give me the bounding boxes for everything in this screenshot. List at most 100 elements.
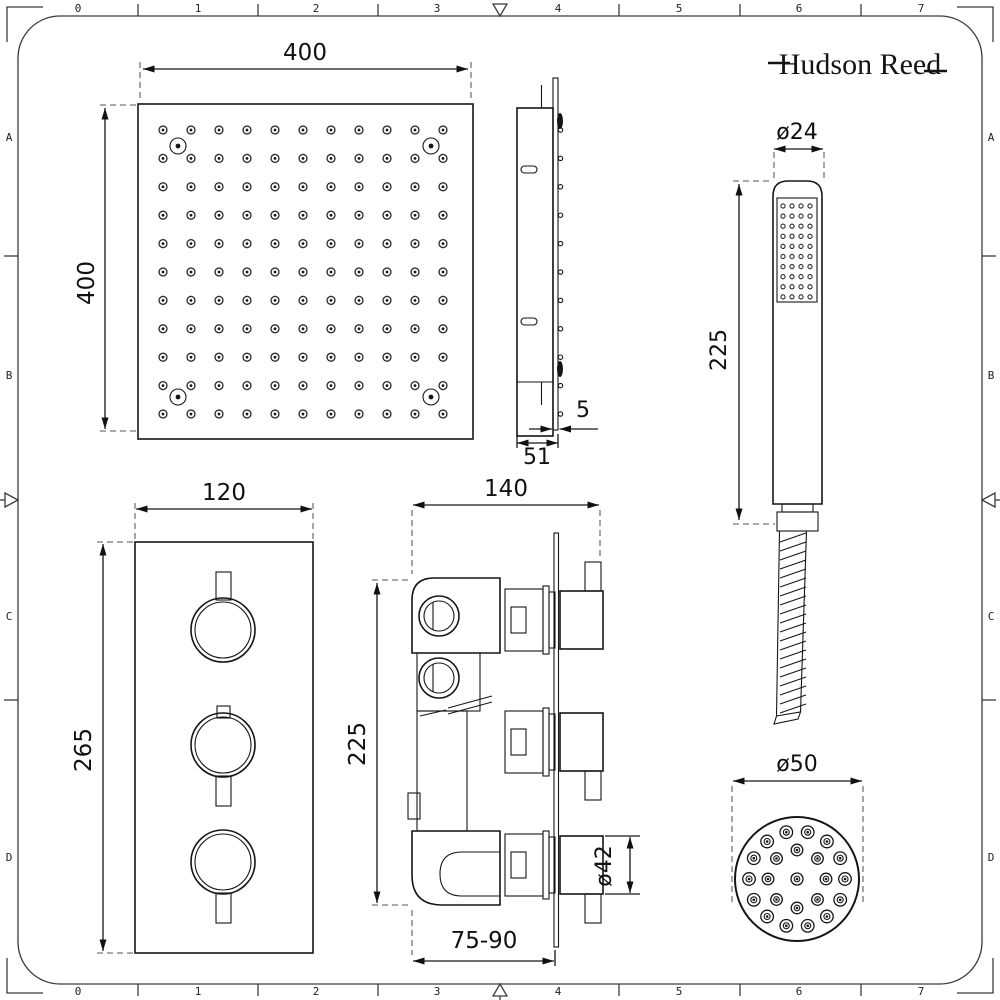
ruler-label: A: [6, 131, 13, 144]
bottom-ruler-ticks: [137, 984, 862, 996]
valve-knob-side: [504, 707, 604, 801]
pipe-elbow: [439, 851, 500, 897]
brand-logo-text: Hudson Reed: [779, 48, 941, 81]
dimension-label: ø42: [592, 845, 617, 886]
dimension-label: 51: [523, 445, 551, 470]
valve-knob-side: [504, 830, 604, 924]
ruler-label: 6: [796, 2, 803, 15]
dimension-label: 265: [71, 728, 97, 772]
ruler-label: 5: [676, 985, 683, 998]
ruler-label: 0: [75, 2, 82, 15]
ruler-label: 0: [75, 985, 82, 998]
brand-logo: Hudson Reed: [768, 48, 947, 81]
mounting-slot: [520, 165, 538, 174]
ruler-label: 7: [918, 985, 925, 998]
valve-body-arm: [416, 710, 468, 832]
ruler-label: 1: [195, 2, 202, 15]
corner-mark-bottom-right: [957, 958, 994, 994]
spray-face: [776, 197, 818, 303]
hose-coils: [779, 532, 807, 714]
ruler-label: 4: [555, 2, 562, 15]
right-ruler-labels: A B C D: [988, 131, 995, 864]
corner-mark-top-right: [957, 6, 994, 42]
valve-body-lower: [411, 830, 501, 906]
ruler-label: A: [988, 131, 995, 144]
head-height-dimension: 400: [74, 104, 136, 432]
valve-side-height-dimension: 225: [345, 579, 410, 906]
shower-head-side-view: 5 51: [516, 77, 598, 470]
body-lug: [407, 792, 421, 820]
left-ruler-ticks: [4, 255, 18, 701]
dimension-label: 400: [283, 40, 327, 66]
valve-knob: [190, 571, 256, 663]
right-center-mark: [980, 491, 996, 509]
valve-body-upper: [411, 577, 501, 654]
valve-height-dimension: 265: [71, 541, 133, 954]
dimension-label: 140: [484, 476, 528, 502]
plate-thickness-dimension: 5: [529, 398, 598, 433]
dimension-label: ø50: [776, 752, 817, 777]
ruler-label: 2: [313, 985, 320, 998]
bottom-center-mark: [491, 982, 509, 997]
valve-side-view: 140 225 ø42 75-90: [345, 476, 640, 966]
spray-face-nozzles: [779, 202, 814, 301]
valve-side-width-dimension: 140: [411, 476, 601, 574]
dimension-label: 225: [707, 329, 732, 371]
inlet-port: [418, 657, 460, 699]
mounting-slot: [520, 317, 538, 326]
handset-diameter-dimension: ø24: [773, 120, 825, 180]
top-ruler-ticks: [137, 4, 862, 16]
dimension-label: ø24: [776, 120, 817, 145]
dimension-label: 225: [345, 722, 371, 766]
wall-plate-edge: [553, 532, 560, 948]
jet-diameter-dimension: ø50: [731, 752, 864, 902]
ruler-label: B: [988, 369, 995, 382]
head-width-dimension: 400: [139, 40, 472, 102]
left-center-mark: [4, 491, 20, 509]
led-nozzles: [169, 137, 440, 406]
handset-view: ø24 225: [707, 120, 825, 725]
ruler-label: D: [6, 851, 13, 864]
ruler-label: 2: [313, 2, 320, 15]
ruler-label: 1: [195, 985, 202, 998]
ruler-label: 3: [434, 2, 441, 15]
ruler-label: C: [988, 610, 995, 623]
jet-nozzles: [742, 825, 852, 933]
ruler-label: 3: [434, 985, 441, 998]
valve-front-view: 120 265: [71, 480, 314, 954]
bottom-ruler-labels: 0 1 2 3 4 5 6 7: [75, 985, 925, 998]
top-ruler-labels: 0 1 2 3 4 5 6 7: [75, 2, 925, 15]
face-plate-edge: [552, 77, 559, 431]
valve-width-dimension: 120: [134, 480, 314, 540]
corner-mark-top-left: [6, 6, 43, 42]
union-details: [419, 695, 493, 717]
shower-hose: [773, 530, 808, 725]
corner-mark-bottom-left: [6, 958, 43, 994]
valve-knob-side: [504, 561, 604, 655]
ruler-label: C: [6, 610, 13, 623]
dimension-label: 75-90: [451, 928, 518, 954]
ruler-label: B: [6, 369, 13, 382]
head-depth-dimension: 51: [516, 434, 559, 470]
left-ruler-labels: A B C D: [6, 131, 13, 864]
nozzle-bumps: [557, 127, 564, 417]
dimension-label: 120: [202, 480, 246, 506]
ruler-label: D: [988, 851, 995, 864]
dimension-label: 400: [74, 261, 100, 305]
valve-knob: [190, 705, 256, 807]
ruler-label: 7: [918, 2, 925, 15]
knob-diameter-dimension: ø42: [592, 835, 640, 895]
dimension-label: 5: [576, 398, 590, 423]
ruler-label: 4: [555, 985, 562, 998]
shower-head-front-view: 400 400: [74, 40, 474, 440]
inlet-port: [418, 595, 460, 637]
handset-collar: [781, 503, 814, 513]
body-jet-view: ø50: [731, 752, 864, 942]
ruler-label: 5: [676, 2, 683, 15]
recess-depth-dimension: 75-90: [411, 910, 556, 966]
hose-nut: [776, 511, 819, 532]
handset-length-dimension: 225: [707, 180, 775, 525]
